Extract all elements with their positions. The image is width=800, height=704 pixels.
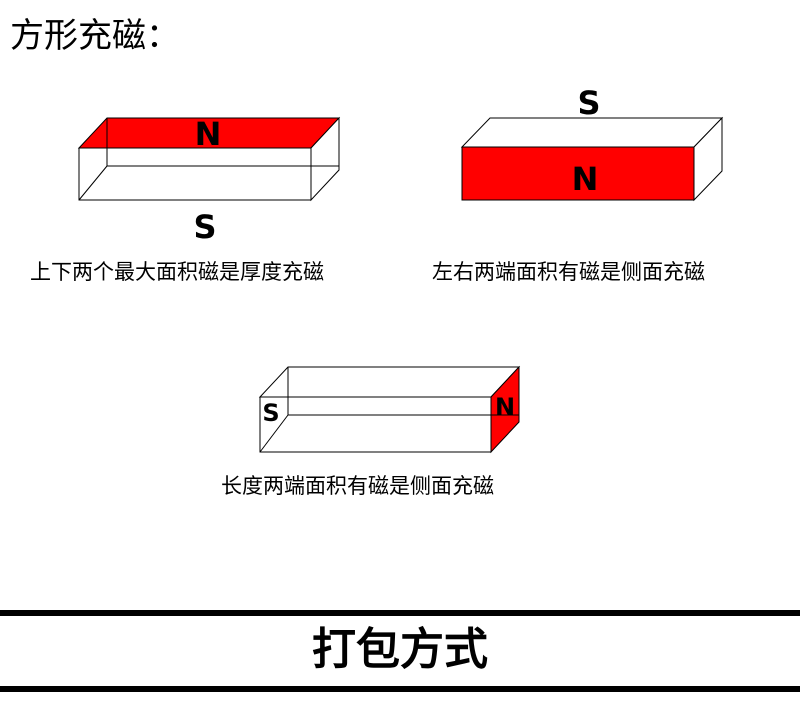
north-pole-label: N (495, 393, 515, 421)
hidden-edge (78, 165, 108, 201)
south-pole-label: S (262, 399, 279, 427)
south-pole-label: S (193, 208, 216, 246)
caption-thickness: 上下两个最大面积磁是厚度充磁 (30, 260, 324, 284)
magnet-top-face (258, 366, 521, 398)
south-pole-label: S (577, 84, 600, 122)
footer-bottom-rule (0, 686, 800, 692)
magnet-front-face (259, 396, 492, 453)
magnet-end-face-north (490, 365, 520, 454)
footer-top-rule (0, 610, 800, 616)
hidden-edge (259, 414, 289, 453)
north-pole-label: N (195, 115, 222, 153)
packaging-heading: 打包方式 (312, 624, 488, 675)
page-title: 方形充磁： (10, 16, 180, 56)
north-pole-label: N (572, 160, 599, 198)
magnet-right-face (310, 116, 340, 202)
caption-length: 长度两端面积有磁是侧面充磁 (221, 474, 494, 498)
caption-side: 左右两端面积有磁是侧面充磁 (432, 260, 705, 284)
magnet-front-face-north (461, 146, 695, 201)
